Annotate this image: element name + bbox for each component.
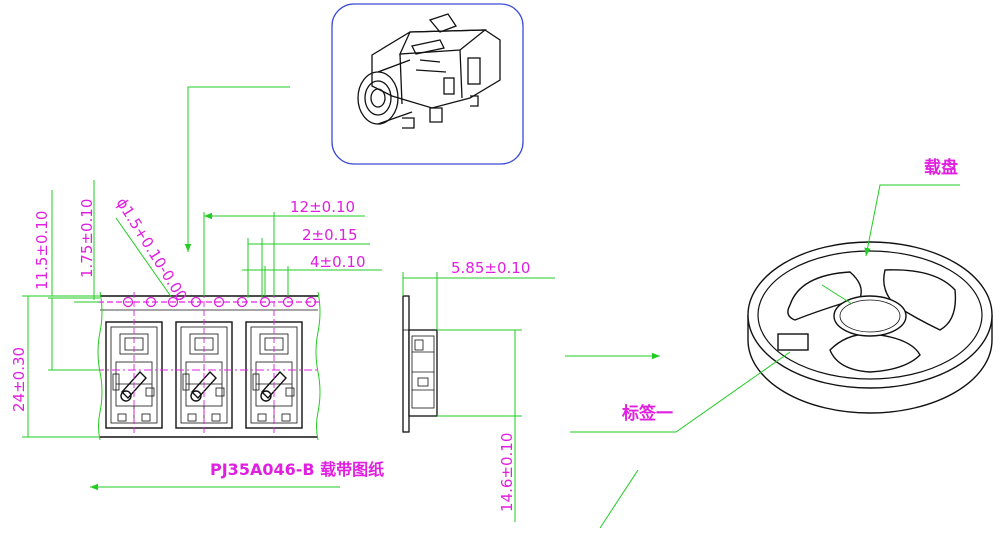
audio-jack-connector-icon bbox=[357, 13, 501, 129]
photo-frame bbox=[331, 3, 524, 165]
reel-label: 载盘 bbox=[924, 157, 958, 178]
tag-label: 标签一 bbox=[622, 403, 673, 424]
side-view-dimensions: 5.85±0.10 14.6±0.10 bbox=[402, 259, 555, 522]
dim-cavity-length: 14.6±0.10 bbox=[498, 433, 516, 512]
carrier-tape-top-view bbox=[96, 291, 321, 441]
reel-label-patch bbox=[777, 333, 809, 351]
top-view-dimensions: 12±0.10 2±0.15 4±0.10 ϕ1.5+0.10-0.00 11.… bbox=[10, 180, 382, 438]
tag-leader-lower bbox=[599, 469, 639, 529]
dim-hole-offset: 2±0.15 bbox=[302, 226, 358, 244]
dim-sprocket-pitch: 4±0.10 bbox=[310, 253, 366, 271]
sprocket-holes bbox=[98, 296, 320, 308]
dim-pitch: 12±0.10 bbox=[290, 198, 355, 216]
dim-width: 24±0.30 bbox=[10, 347, 28, 412]
reel-hub-leader bbox=[821, 284, 853, 305]
dim-pocket-depth: 5.85±0.10 bbox=[451, 259, 530, 277]
product-photo bbox=[331, 3, 524, 165]
tag-leader bbox=[570, 351, 791, 433]
dim-hole-diameter: ϕ1.5+0.10-0.00 bbox=[113, 195, 191, 305]
reel-leader bbox=[864, 184, 960, 257]
dim-row-offset: 11.5±0.10 bbox=[33, 211, 51, 290]
drawing-title: PJ35A046-B 载带图纸 bbox=[210, 460, 384, 479]
photo-leader bbox=[184, 86, 290, 252]
dim-edge-offset: 1.75±0.10 bbox=[78, 199, 96, 278]
carrier-tape-side-view bbox=[402, 295, 438, 433]
tape-reel-icon bbox=[747, 241, 993, 414]
